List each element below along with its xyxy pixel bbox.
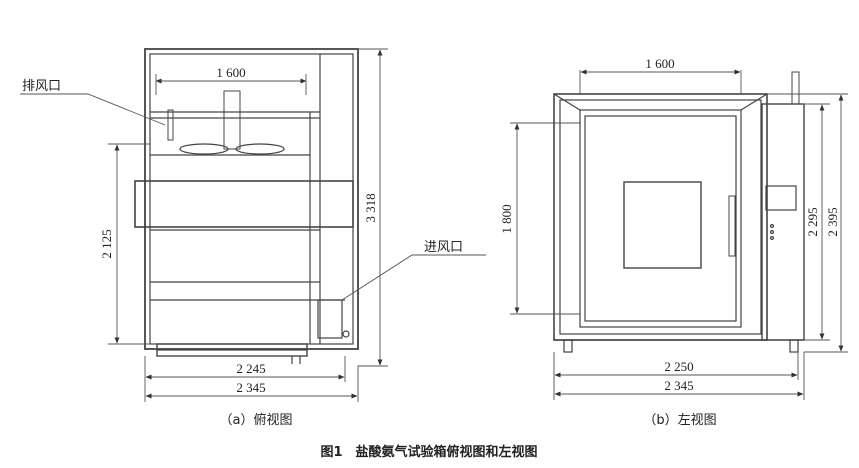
inlet-port-label: 进风口 [424,240,463,255]
side-height-2395-label: 2 395 [825,207,840,236]
side-height-2295-label: 2 295 [805,207,820,236]
side-width-2345-label: 2 345 [664,378,693,393]
side-width-1600-label: 1 600 [645,56,674,71]
top-width-2245-label: 2 245 [236,361,265,376]
exhaust-port-label: 排风口 [22,79,61,94]
figure-title: 图1 盐酸氨气试验箱俯视图和左视图 [320,444,537,460]
top-height-3318-label: 3 318 [363,193,378,222]
top-view-dimension-lines [20,48,486,402]
top-width-2345-label: 2 345 [236,380,265,395]
top-view-drawing [134,48,359,364]
side-view-caption: （b）左视图 [643,413,716,428]
top-view-caption: （a）俯视图 [220,412,293,428]
side-view-drawing [553,71,805,353]
side-height-1800-label: 1 800 [499,204,514,233]
top-height-2125-label: 2 125 [99,229,114,258]
top-width-1600-label: 1 600 [216,65,245,80]
side-view-dimension-lines [510,69,848,400]
side-width-2250-label: 2 250 [664,359,693,374]
